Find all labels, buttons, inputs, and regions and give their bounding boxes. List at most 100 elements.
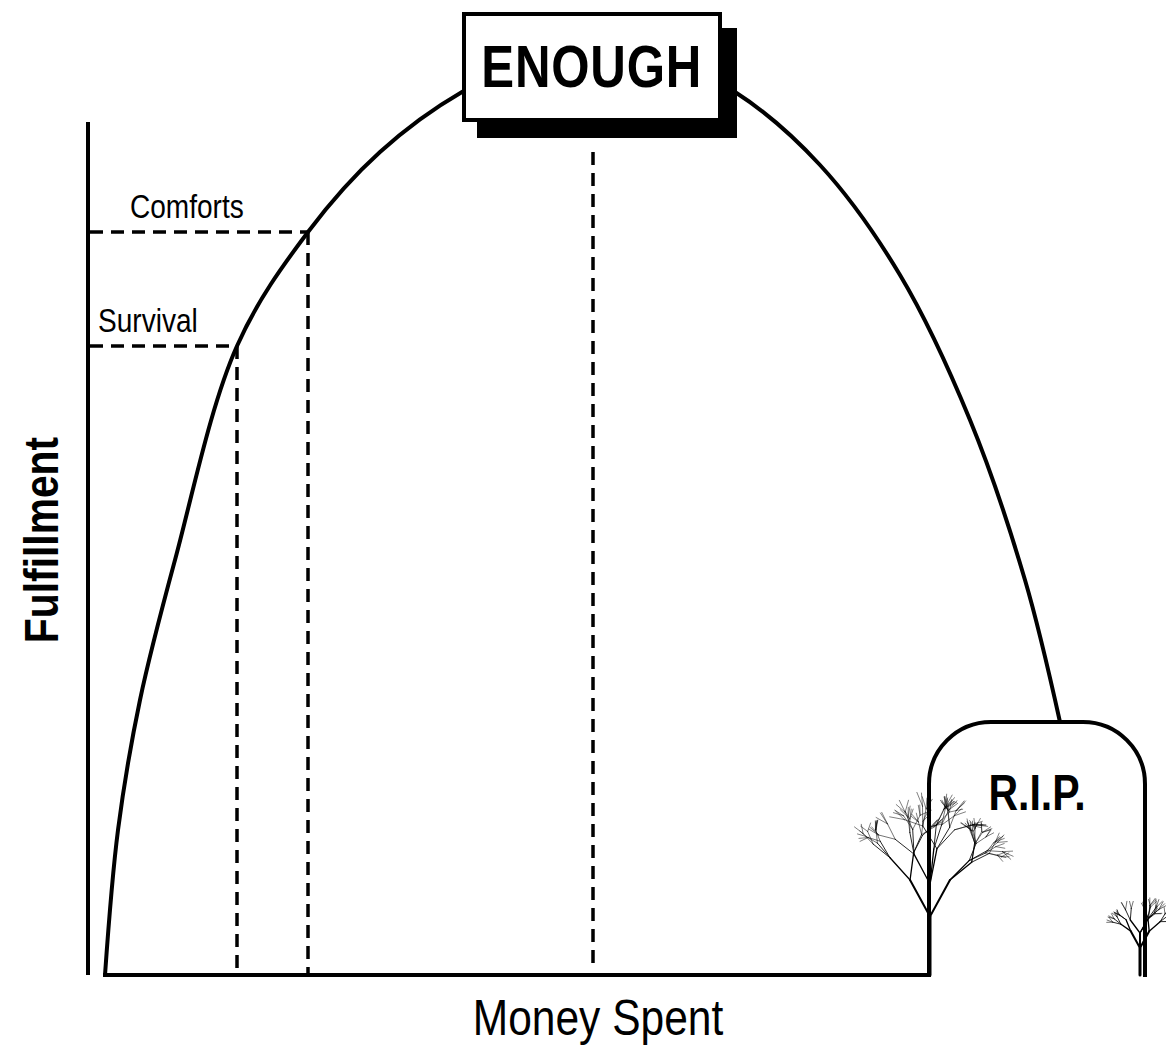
guide-line <box>90 344 237 348</box>
tree-branch <box>922 821 923 834</box>
tree-branch <box>1159 905 1166 909</box>
tombstone-shape <box>929 722 1145 977</box>
tree-branch <box>877 843 890 858</box>
tree-branch <box>860 837 868 841</box>
tree-branch <box>918 805 920 815</box>
tree-branch <box>918 822 921 835</box>
tree-branch <box>1149 910 1159 918</box>
tree-branch <box>923 809 926 826</box>
level-label: Comforts <box>130 190 244 223</box>
tree-branch <box>1154 906 1157 912</box>
tree-branch <box>896 805 905 813</box>
tree-branch <box>890 817 905 820</box>
level-label: Survival <box>98 304 198 337</box>
tree-branch <box>923 812 927 821</box>
tree-branch <box>861 824 863 833</box>
tree-branch <box>905 812 913 829</box>
tree-branch <box>908 807 909 817</box>
tree-branch <box>905 811 910 819</box>
tree-branch <box>1149 922 1160 932</box>
tree-branch <box>870 828 878 835</box>
tree-branch <box>1148 917 1149 931</box>
tree-branch <box>876 820 878 830</box>
tree-branch <box>876 817 887 823</box>
guide-line <box>235 346 239 975</box>
tree-branch <box>895 810 904 816</box>
tree-branch <box>868 823 871 831</box>
tree-branch <box>916 813 918 822</box>
node-text: ENOUGH <box>482 37 703 97</box>
tree-branch <box>1156 900 1159 908</box>
axis-title: Money Spent <box>473 993 723 1043</box>
tree-branch <box>875 830 880 841</box>
tree-branch <box>1156 901 1162 907</box>
tree-branch <box>1154 905 1156 912</box>
node-text: R.I.P. <box>947 768 1127 818</box>
tree-branch <box>1160 921 1166 922</box>
tree-branch <box>1149 898 1150 906</box>
tree-branch <box>1160 916 1166 922</box>
tree-branch <box>1155 913 1162 914</box>
tree-branch <box>875 822 876 830</box>
tree-branch <box>910 809 911 819</box>
tree-branch <box>922 806 923 826</box>
tree-branch <box>899 800 905 812</box>
tree-branch <box>1159 904 1165 910</box>
tree-branch <box>1151 902 1157 907</box>
tree-branch <box>875 821 877 830</box>
tree-branch <box>1164 908 1166 915</box>
tree-branch <box>869 829 879 835</box>
tree-branch <box>857 834 866 837</box>
enough-box: ENOUGH <box>462 12 722 122</box>
tree-branch <box>910 853 914 880</box>
tree-branch <box>1155 908 1157 913</box>
tree-branch <box>1149 900 1151 907</box>
tree-branch <box>866 837 877 844</box>
tree-branch <box>1150 900 1156 906</box>
tree-branch <box>909 819 910 833</box>
guide-lines <box>90 152 593 975</box>
tree-branch <box>895 839 914 854</box>
tree-branch <box>911 816 918 821</box>
tree-branch <box>880 813 887 824</box>
tree-branch <box>875 821 877 830</box>
tree-branch <box>913 815 920 829</box>
tree-branch <box>880 841 890 858</box>
tree-branch <box>875 821 877 830</box>
tree-branch <box>1165 909 1166 914</box>
tree-branch <box>1160 914 1165 922</box>
tree-branch <box>887 824 895 839</box>
tree-branch <box>921 793 922 806</box>
tree-branch <box>890 858 910 880</box>
tree-branch <box>1149 906 1150 918</box>
tree-branch <box>873 844 890 858</box>
tree-branch <box>859 837 868 839</box>
axis-title: Fulfillment <box>18 437 66 643</box>
tree-branch <box>1150 898 1155 905</box>
tree-branch <box>903 816 912 830</box>
tree-branch <box>896 811 905 820</box>
tree-branch <box>1159 902 1163 910</box>
fulfillment-curve <box>105 52 1060 975</box>
tree-branch <box>1155 913 1161 914</box>
tree-branch <box>908 817 910 832</box>
guide-line <box>90 230 308 234</box>
tree-branch <box>919 805 920 815</box>
tree-branch <box>912 814 918 822</box>
y-axis <box>86 122 90 975</box>
tree-branch <box>876 830 877 843</box>
guide-line <box>306 232 310 975</box>
tree-branch <box>876 820 878 829</box>
tree-branch <box>904 820 923 826</box>
tree-branch <box>893 813 903 816</box>
tree-branch <box>861 826 868 831</box>
tree-branch <box>860 831 866 837</box>
tree-branch <box>1147 914 1154 920</box>
tree-branch <box>1148 907 1151 917</box>
tree-branch <box>917 792 923 806</box>
tree-branch <box>914 835 922 853</box>
guide-line <box>591 152 595 970</box>
tree-branch <box>1165 910 1166 914</box>
tombstone: R.I.P. <box>927 720 1147 977</box>
